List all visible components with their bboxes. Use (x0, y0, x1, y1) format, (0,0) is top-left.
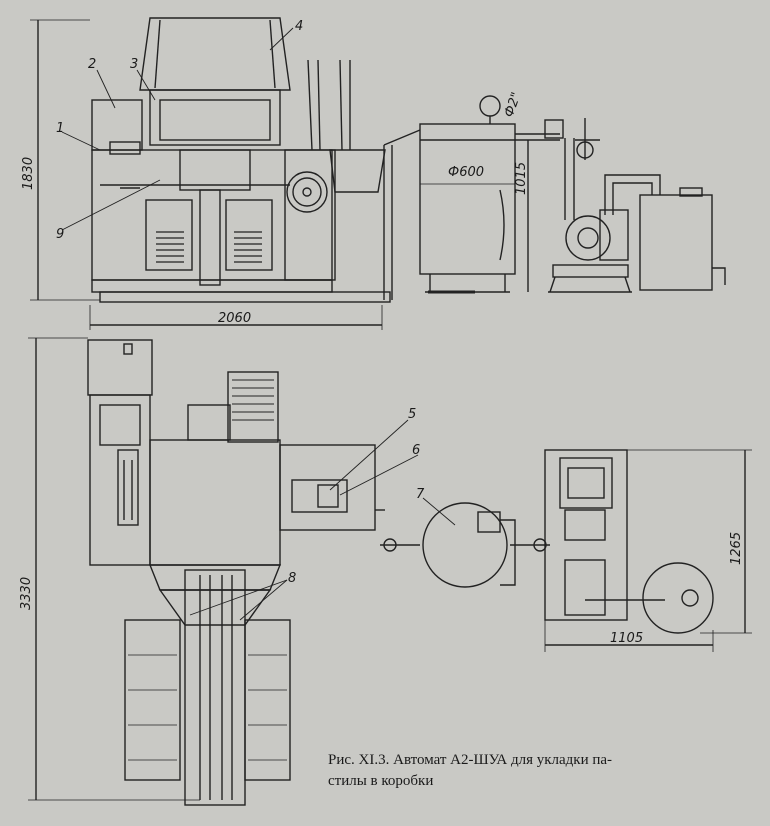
dim-tank-diameter: Ф600 (448, 165, 484, 180)
dim-height-plan: 3330 (19, 577, 34, 610)
dim-pipe-size: Ф2" (502, 90, 525, 119)
callout-3: 3 (130, 57, 138, 72)
pump-unit-elevation (544, 118, 726, 293)
callout-leaders (61, 27, 456, 621)
syrup-tank-elevation (419, 95, 560, 294)
callout-6: 6 (412, 443, 420, 458)
callout-5: 5 (408, 407, 416, 422)
callout-8: 8 (288, 571, 296, 586)
callout-7: 7 (416, 487, 425, 502)
machine-plan (28, 337, 752, 806)
dim-width-top: 2060 (218, 311, 251, 326)
callout-2: 2 (88, 57, 96, 72)
figure-caption: Рис. XI.3. Автомат А2-ШУА для укладки па… (328, 750, 758, 792)
caption-line-2: стилы в коробки (328, 773, 434, 789)
callout-4: 4 (295, 19, 303, 34)
caption-line-1: Рис. XI.3. Автомат А2-ШУА для укладки па… (328, 752, 613, 768)
dim-pump-width: 1105 (610, 631, 643, 646)
callout-9: 9 (56, 227, 64, 242)
dim-height-top: 1830 (21, 157, 36, 190)
machine-elevation (30, 17, 421, 330)
callout-1: 1 (56, 121, 64, 136)
dim-pump-height: 1265 (729, 532, 744, 565)
dim-tank-height: 1015 (514, 162, 529, 195)
